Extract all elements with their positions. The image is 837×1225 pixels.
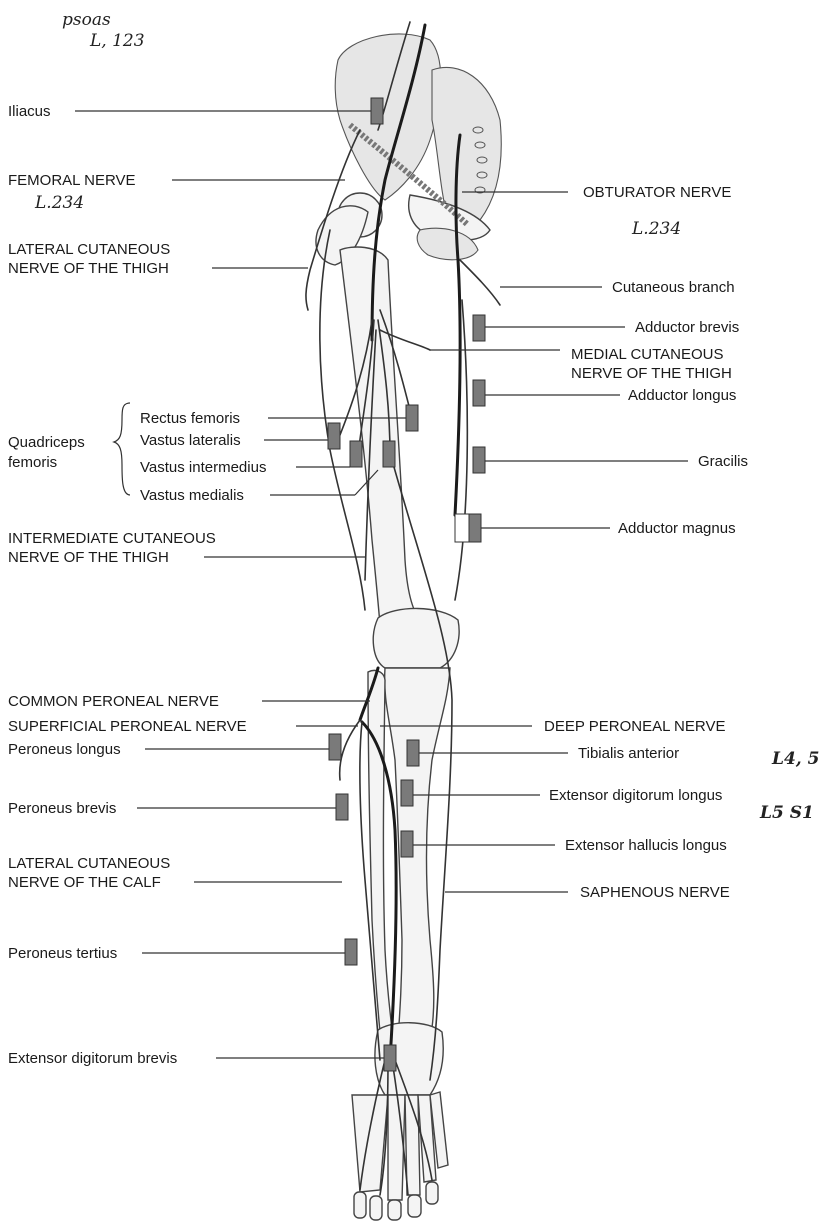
label-peroneus-brevis: Peroneus brevis: [8, 800, 116, 817]
marker-vastus-medialis: [383, 441, 395, 467]
label-vastus-intermedius: Vastus intermedius: [140, 459, 266, 476]
skeleton-illustration: [316, 34, 501, 1220]
label-common-peroneal: COMMON PERONEAL NERVE: [8, 693, 219, 710]
label-tibialis-anterior: Tibialis anterior: [578, 745, 679, 762]
label-rectus-femoris: Rectus femoris: [140, 410, 240, 427]
label-edl: Extensor digitorum longus: [549, 787, 722, 804]
label-lcnt-2: NERVE OF THE THIGH: [8, 260, 169, 277]
label-adductor-longus: Adductor longus: [628, 387, 736, 404]
femoral-condyles: [373, 608, 459, 668]
marker-edl: [401, 780, 413, 806]
label-saphenous: SAPHENOUS NERVE: [580, 884, 730, 901]
label-femoral-nerve: FEMORAL NERVE: [8, 172, 136, 189]
marker-peroneus-brevis: [336, 794, 348, 820]
marker-gracilis: [473, 447, 485, 473]
label-icnt-2: NERVE OF THE THIGH: [8, 549, 169, 566]
handwritten-obturator-roots: L.234: [631, 219, 681, 239]
marker-adductor-longus: [473, 380, 485, 406]
handwritten-psoas-roots: L, 123: [89, 31, 145, 51]
label-iliacus: Iliacus: [8, 103, 51, 120]
marker-vastus-intermedius: [350, 441, 362, 467]
marker-ehl: [401, 831, 413, 857]
handwritten-edl-roots: L5 S1: [759, 803, 814, 823]
lateral-calf-path: [340, 720, 360, 780]
label-cutaneous-branch: Cutaneous branch: [612, 279, 735, 296]
marker-edb: [384, 1045, 396, 1071]
marker-iliacus: [371, 98, 383, 124]
label-peroneus-tertius: Peroneus tertius: [8, 945, 117, 962]
handwritten-tibialis-roots: L4, 5: [771, 749, 819, 769]
marker-peroneus-longus: [329, 734, 341, 760]
label-mcnt-2: NERVE OF THE THIGH: [571, 365, 732, 382]
obturator-cutaneous-path: [460, 260, 500, 305]
marker-adductor-brevis: [473, 315, 485, 341]
marker-adductor-magnus: [469, 514, 481, 542]
label-quadriceps-1: Quadriceps: [8, 434, 85, 451]
label-lccalf-1: LATERAL CUTANEOUS: [8, 855, 170, 872]
iliac-wing: [335, 34, 440, 200]
marker-tibialis-anterior: [407, 740, 419, 766]
label-icnt-1: INTERMEDIATE CUTANEOUS: [8, 530, 216, 547]
marker-peroneus-tertius: [345, 939, 357, 965]
label-mcnt-1: MEDIAL CUTANEOUS: [571, 346, 724, 363]
quadriceps-brace: [114, 403, 130, 495]
label-adductor-magnus: Adductor magnus: [618, 520, 736, 537]
label-gracilis: Gracilis: [698, 453, 748, 470]
handwritten-psoas: psoas: [62, 10, 111, 30]
label-superficial-peroneal: SUPERFICIAL PERONEAL NERVE: [8, 718, 247, 735]
label-obturator-nerve: OBTURATOR NERVE: [583, 184, 731, 201]
label-peroneus-longus: Peroneus longus: [8, 741, 121, 758]
fibula: [368, 670, 392, 1032]
label-vastus-medialis: Vastus medialis: [140, 487, 244, 504]
label-lccalf-2: NERVE OF THE CALF: [8, 874, 161, 891]
marker-adductor-magnus-white: [455, 514, 469, 542]
label-deep-peroneal: DEEP PERONEAL NERVE: [544, 718, 725, 735]
label-ehl: Extensor hallucis longus: [565, 837, 727, 854]
marker-vastus-lateralis: [328, 423, 340, 449]
label-edb: Extensor digitorum brevis: [8, 1050, 177, 1067]
marker-rectus-femoris: [406, 405, 418, 431]
femur: [340, 247, 420, 625]
label-lcnt-1: LATERAL CUTANEOUS: [8, 241, 170, 258]
label-vastus-lateralis: Vastus lateralis: [140, 432, 241, 449]
label-quadriceps-2: femoris: [8, 454, 57, 471]
handwritten-femoral-roots: L.234: [34, 193, 84, 213]
label-adductor-brevis: Adductor brevis: [635, 319, 739, 336]
